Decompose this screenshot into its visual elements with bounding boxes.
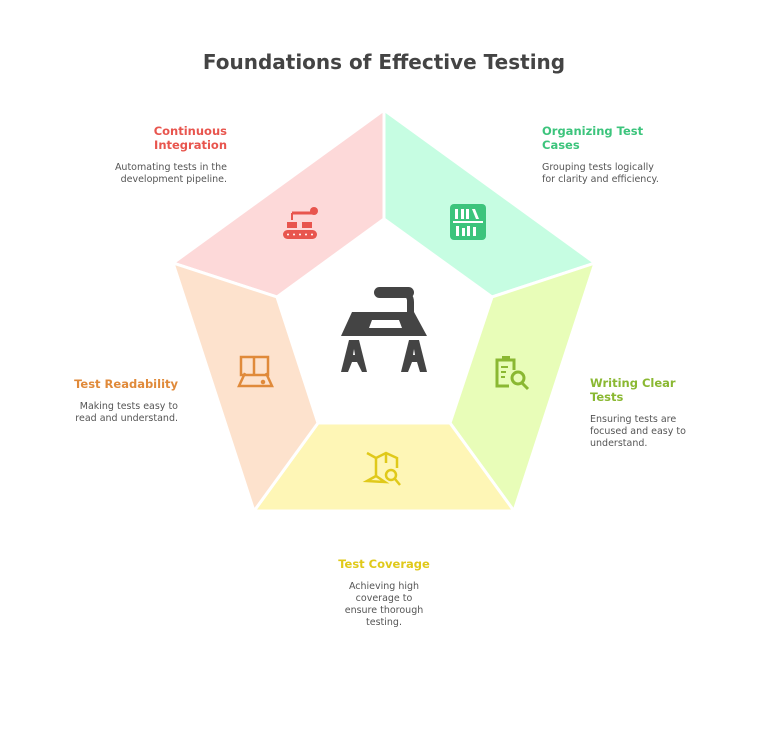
open-book-icon <box>237 355 274 388</box>
segment-description: Grouping tests logically for clarity and… <box>542 162 659 185</box>
segment-heading: Test Readability <box>74 377 178 391</box>
label-organizing-test-cases: Organizing Test Cases Grouping tests log… <box>542 124 662 186</box>
map-search-icon <box>362 451 401 486</box>
segment-description: Making tests easy to read and understand… <box>75 401 178 424</box>
segment-description: Achieving high coverage to ensure thorou… <box>344 581 424 628</box>
segment-heading: Continuous Integration <box>153 124 227 152</box>
segment-heading: Test Coverage <box>338 557 430 571</box>
label-writing-clear-tests: Writing Clear Tests Ensuring tests are f… <box>590 376 700 450</box>
segment-description: Automating tests in the development pipe… <box>114 162 227 185</box>
clipboard-search-icon <box>495 356 530 391</box>
diagram-title: Foundations of Effective Testing <box>202 50 566 74</box>
segment-heading: Writing Clear Tests <box>590 376 676 404</box>
workbench-icon <box>341 287 427 372</box>
segment-description: Ensuring tests are focused and easy to u… <box>590 414 686 449</box>
segment-heading: Organizing Test Cases <box>542 124 644 152</box>
bookshelf-icon <box>450 204 486 240</box>
label-continuous-integration: Continuous Integration Automating tests … <box>107 124 227 186</box>
label-test-coverage: Test Coverage Achieving high coverage to… <box>324 557 444 629</box>
robot-arm-conveyor-icon <box>283 207 318 239</box>
label-test-readability: Test Readability Making tests easy to re… <box>58 377 178 425</box>
